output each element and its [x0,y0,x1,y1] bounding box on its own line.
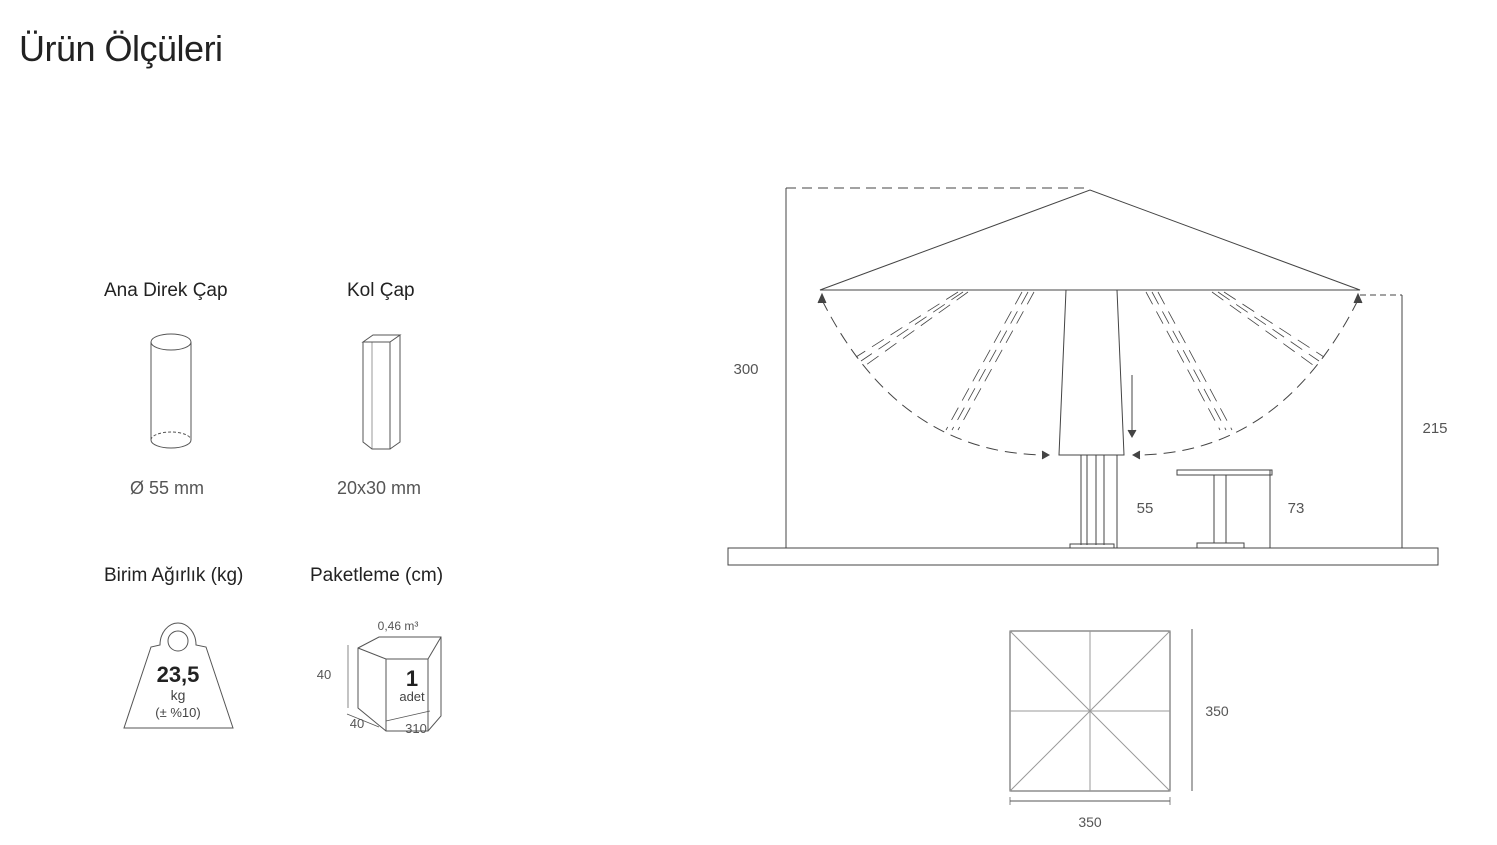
table-top [1176,469,1273,476]
arm-diameter-label: Kol Çap [347,280,415,301]
package-height: 40 [317,667,331,682]
packaging-label: Paketleme (cm) [310,565,444,586]
base-height-label: 55 [1137,500,1154,517]
ground-platform [727,547,1439,566]
unit-weight-label: Birim Ağırlık (kg) [104,565,244,586]
package-depth: 40 [350,716,364,731]
pole-diameter-value: Ø 55 mm [130,478,205,498]
package-box-icon [346,636,442,732]
package-count: 1 [406,666,418,691]
top-view-depth-label: 350 [1205,703,1229,719]
pole-diameter-label: Ana Direk Çap [104,280,228,301]
page-title: Ürün Ölçüleri [19,28,223,69]
umbrella-side-view [727,187,1439,566]
total-height-label: 300 [733,361,758,378]
table-height-label: 73 [1288,500,1305,517]
weight-tolerance: (± %10) [155,705,200,720]
canopy-edge-height-label: 215 [1422,420,1447,437]
weight-unit: kg [171,687,186,703]
canopy [819,189,1361,291]
cylinder-icon [150,333,192,449]
rectangular-bar-icon [361,334,402,450]
arm-diameter-value: 20x30 mm [337,478,422,498]
weight-value: 23,5 [157,662,200,687]
package-volume: 0,46 m³ [378,619,419,633]
pole-cover [1058,289,1125,456]
top-view-width-label: 350 [1078,814,1102,830]
weight-icon [123,622,234,729]
umbrella-top-view [1009,629,1193,805]
package-count-unit: adet [399,689,425,704]
package-length: 310 [405,721,427,736]
